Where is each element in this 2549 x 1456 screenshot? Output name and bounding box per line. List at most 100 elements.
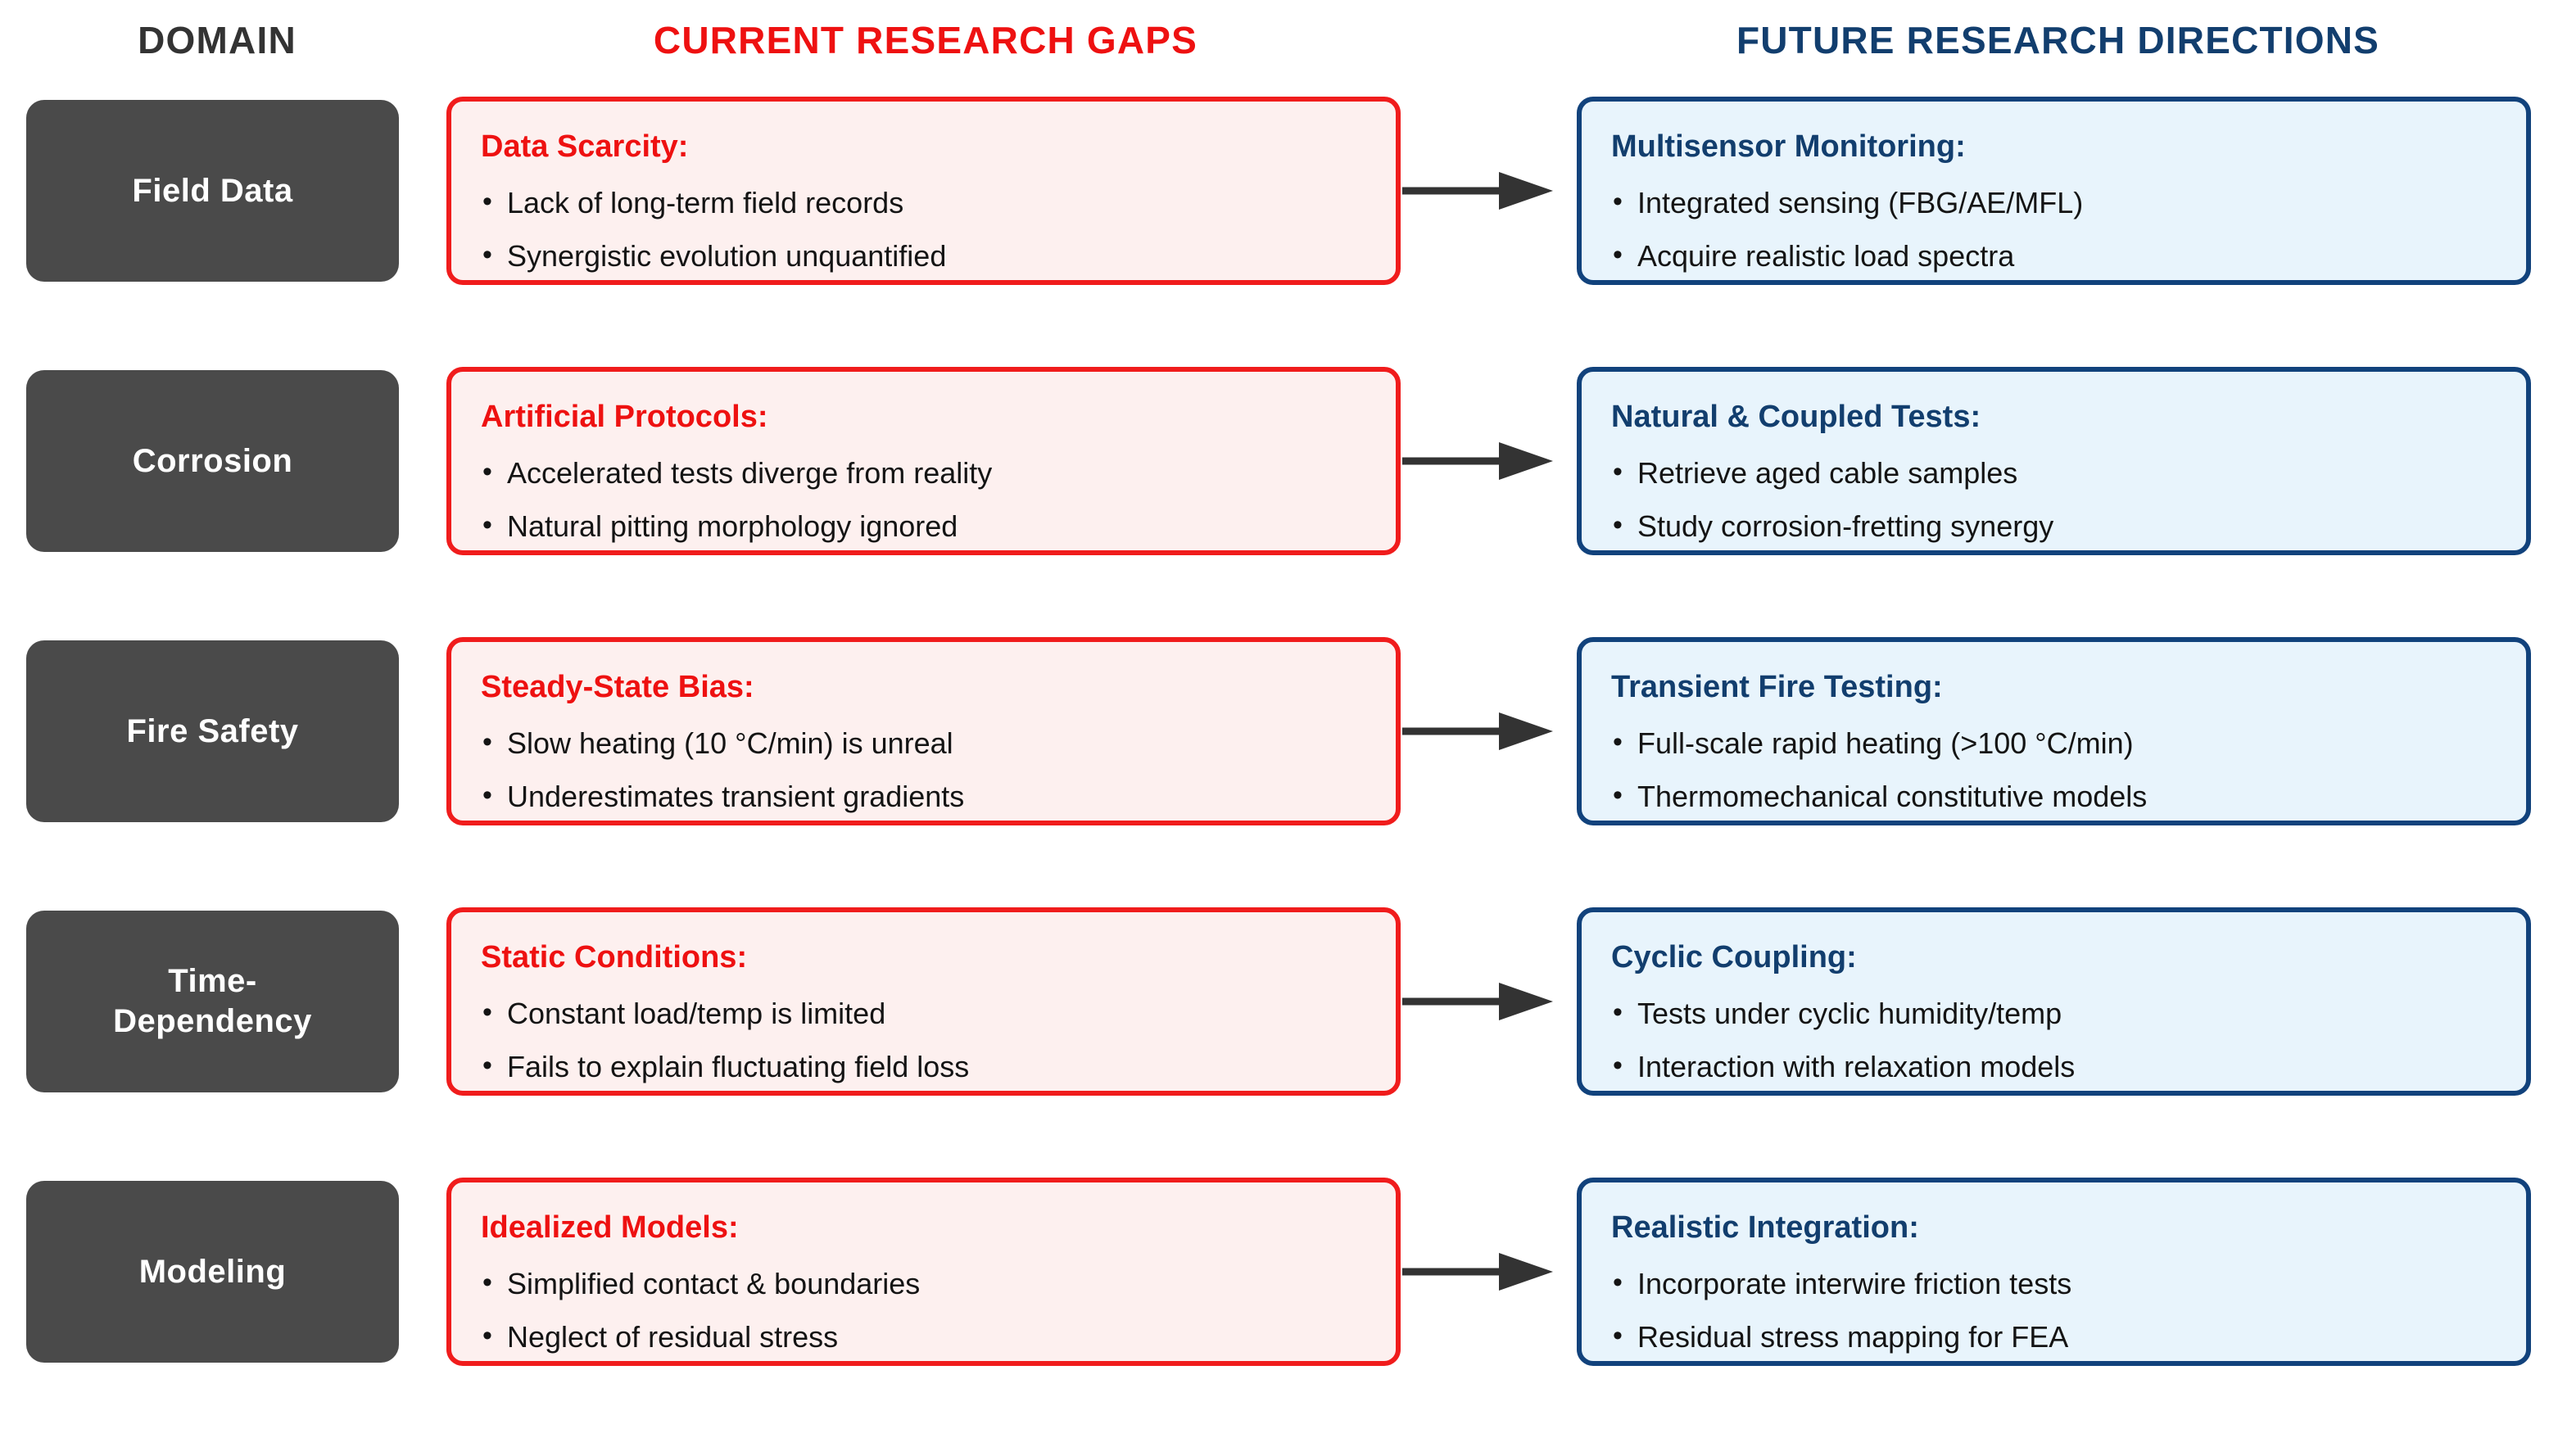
bullet-list: • Constant load/temp is limited • Fails to … [479,996,1368,1084]
bullet-item: • Lack of long-term field records [479,185,1368,220]
diagram-row: Fire Safety Steady-State Bias:•Slow heati… [0,637,2549,907]
header-future-research-directions: FUTURE RESEARCH DIRECTIONS [1736,19,2380,61]
direction-title: Cyclic Coupling: [1611,940,1857,974]
bullet-item: • Simplified contact & boundaries [479,1266,1368,1301]
research-gap-card[interactable]: Idealized Models:•Simplified contact & b… [446,1178,1401,1366]
bullet-dot-icon: • [482,1049,492,1081]
bullet-list: • Accelerated tests diverge from reality •… [479,455,1368,544]
right-arrow-icon [1402,1250,1566,1294]
bullet-text: Accelerated tests diverge from reality [507,455,993,490]
bullet-item: •Interaction with relaxation models [1610,1049,2498,1084]
diagram-row: Modeling Idealized Models:•Simplified con… [0,1178,2549,1448]
bullet-dot-icon: • [482,238,492,270]
research-gap-card[interactable]: Artificial Protocols: • Accelerated tests … [446,367,1401,555]
bullet-text: Full-scale rapid heating (>100 °C/min) [1637,726,2134,760]
future-direction-card[interactable]: Realistic Integration: • Incorporate inter… [1577,1178,2531,1366]
bullet-text: Thermomechanical constitutive models [1637,779,2148,813]
bullet-list: • Tests under cyclic humidity/temp •Intera… [1610,996,2498,1084]
header-current-research-gaps: CURRENT RESEARCH GAPS [653,19,1198,61]
bullet-item: • Slow heating (10 °C/min) is unreal [479,726,1368,761]
research-gap-card[interactable]: Static Conditions: • Constant load/temp is… [446,907,1401,1096]
research-gap-card[interactable]: Steady-State Bias:•Slow heating (10 °C/m… [446,637,1401,825]
bullet-dot-icon: • [482,455,492,487]
bullet-dot-icon: • [482,1266,492,1298]
bullet-text: Slow heating (10 °C/min) is unreal [507,726,953,760]
bullet-list: • Slow heating (10 °C/min) is unreal • Unde… [479,726,1368,814]
domain-box[interactable]: Modeling [26,1181,399,1363]
bullet-item: • Neglect of residual stress [479,1319,1368,1354]
bullet-dot-icon: • [1613,1319,1623,1351]
diagram-row: Corrosion Artificial Protocols: • Accelerat… [0,367,2549,637]
bullet-item: • Fails to explain fluctuating field loss [479,1049,1368,1084]
bullet-item: • Constant load/temp is limited [479,996,1368,1031]
bullet-text: Retrieve aged cable samples [1637,455,2018,490]
bullet-text: Simplified contact & boundaries [507,1266,921,1300]
domain-box[interactable]: Fire Safety [26,640,399,822]
bullet-dot-icon: • [1613,1266,1623,1298]
gap-title: Artificial Protocols: [481,400,768,434]
column-headers: DOMAIN CURRENT RESEARCH GAPS FUTURE RESE… [0,0,2549,97]
bullet-dot-icon: • [1613,455,1623,487]
right-arrow-icon [1402,709,1566,753]
bullet-text: Incorporate interwire friction tests [1637,1266,2072,1300]
bullet-item: • Acquire realistic load spectra [1610,238,2498,274]
direction-title: Multisensor Monitoring: [1611,129,1966,164]
bullet-text: Integrated sensing (FBG/AE/MFL) [1637,185,2084,219]
bullet-dot-icon: • [482,509,492,540]
bullet-text: Constant load/temp is limited [507,996,886,1030]
domain-label: Field Data [132,172,293,209]
domain-label: Corrosion [132,442,293,479]
bullet-dot-icon: • [1613,509,1623,540]
bullet-text: Study corrosion-fretting synergy [1637,509,2054,543]
bullet-item: • Full-scale rapid heating (>100 °C/min) [1610,726,2498,761]
right-arrow-icon [1402,979,1566,1024]
bullet-dot-icon: • [482,1319,492,1351]
domain-box[interactable]: Field Data [26,100,399,282]
bullet-dot-icon: • [1613,238,1623,270]
bullet-text: Tests under cyclic humidity/temp [1637,996,2062,1030]
bullet-dot-icon: • [482,779,492,811]
bullet-dot-icon: • [1613,779,1623,811]
right-arrow-icon [1402,169,1566,213]
future-direction-card[interactable]: Transient Fire Testing:•Full-scale rapid… [1577,637,2531,825]
domain-box[interactable]: Corrosion [26,370,399,552]
direction-title: Natural & Coupled Tests: [1611,400,1981,434]
domain-label: Fire Safety [126,712,299,749]
bullet-list: • Integrated sensing (FBG/AE/MFL) • Acquire… [1610,185,2498,274]
bullet-dot-icon: • [1613,996,1623,1028]
gap-title: Data Scarcity: [481,129,689,164]
bullet-list: • Simplified contact & boundaries • Neglect… [479,1266,1368,1354]
bullet-text: Residual stress mapping for FEA [1637,1319,2069,1354]
bullet-dot-icon: • [482,996,492,1028]
domain-box[interactable]: Time-Dependency [26,911,399,1092]
bullet-text: Underestimates transient gradients [507,779,965,813]
future-direction-card[interactable]: Multisensor Monitoring: • Integrated sensi… [1577,97,2531,285]
bullet-list: • Incorporate interwire friction tests • Re… [1610,1266,2498,1354]
bullet-dot-icon: • [482,185,492,217]
bullet-dot-icon: • [1613,726,1623,757]
right-arrow-icon [1402,439,1566,483]
bullet-dot-icon: • [1613,185,1623,217]
bullet-item: • Integrated sensing (FBG/AE/MFL) [1610,185,2498,220]
bullet-dot-icon: • [482,726,492,757]
bullet-item: • Natural pitting morphology ignored [479,509,1368,544]
direction-title: Realistic Integration: [1611,1210,1919,1245]
bullet-item: • Study corrosion-fretting synergy [1610,509,2498,544]
bullet-text: Lack of long-term field records [507,185,904,219]
bullet-list: • Lack of long-term field records • Synergi… [479,185,1368,274]
future-direction-card[interactable]: Natural & Coupled Tests: • Retrieve aged c… [1577,367,2531,555]
domain-label: Modeling [138,1253,287,1290]
bullet-dot-icon: • [1613,1049,1623,1081]
bullet-text: Acquire realistic load spectra [1637,238,2015,273]
future-direction-card[interactable]: Cyclic Coupling: • Tests under cyclic humi… [1577,907,2531,1096]
diagram-row: Time-Dependency Static Conditions: • Consta… [0,907,2549,1178]
research-gap-card[interactable]: Data Scarcity: • Lack of long-term field r… [446,97,1401,285]
bullet-text: Fails to explain fluctuating field loss [507,1049,970,1083]
bullet-text: Synergistic evolution unquantified [507,238,947,273]
bullet-list: • Retrieve aged cable samples • Study corro… [1610,455,2498,544]
bullet-text: Neglect of residual stress [507,1319,839,1354]
gap-title: Static Conditions: [481,940,748,974]
bullet-item: • Synergistic evolution unquantified [479,238,1368,274]
bullet-text: Natural pitting morphology ignored [507,509,958,543]
